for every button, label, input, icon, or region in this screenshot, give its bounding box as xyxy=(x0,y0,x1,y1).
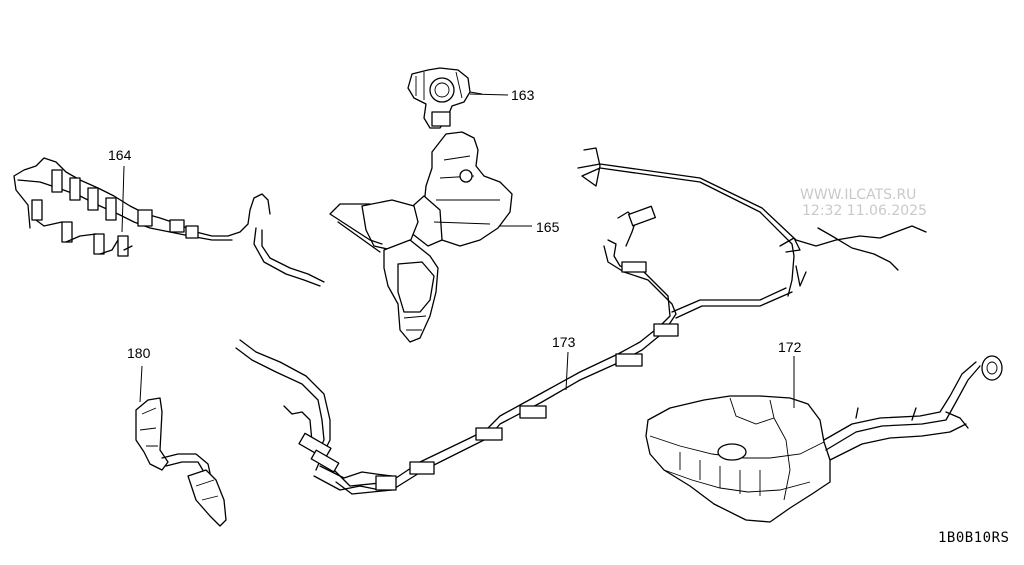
leader-180 xyxy=(139,365,143,403)
throttle-body-part[interactable] xyxy=(407,67,483,129)
callout-172[interactable]: 172 xyxy=(778,339,802,355)
leader-163 xyxy=(469,93,509,96)
air-intake-part[interactable] xyxy=(329,131,513,343)
watermark-datetime: 12:32 11.06.2025 xyxy=(802,203,927,219)
diagram-code: 1B0B10RS xyxy=(938,530,1010,546)
return-tube-part[interactable] xyxy=(577,147,927,297)
callout-180[interactable]: 180 xyxy=(127,345,151,361)
callout-165[interactable]: 165 xyxy=(536,219,560,235)
fuel-tank-part[interactable] xyxy=(645,355,1003,523)
injector-harness-part[interactable] xyxy=(13,157,325,287)
callout-173[interactable]: 173 xyxy=(552,334,576,350)
callout-164[interactable]: 164 xyxy=(108,147,132,163)
leader-164 xyxy=(121,165,125,233)
accelerator-pedal-part[interactable] xyxy=(135,397,227,527)
watermark-site: WWW.ILCATS.RU xyxy=(800,187,917,203)
callout-163[interactable]: 163 xyxy=(511,87,535,103)
leader-173 xyxy=(565,351,569,391)
fuel-line-part[interactable] xyxy=(235,205,793,495)
